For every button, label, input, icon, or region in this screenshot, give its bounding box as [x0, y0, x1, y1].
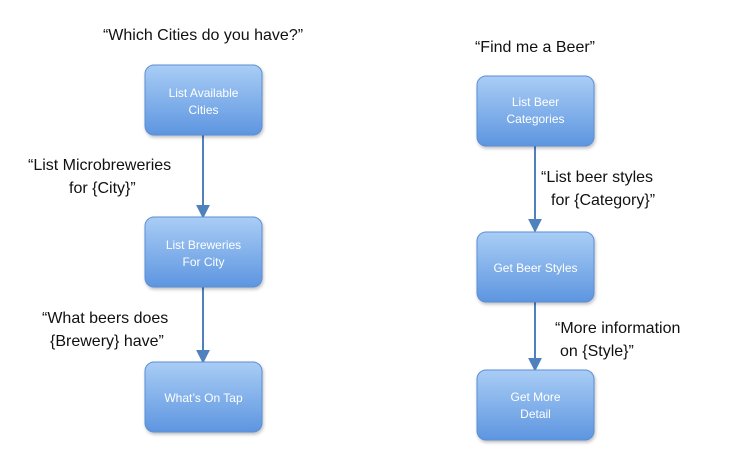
- transition-label-beer-styles: “List beer styles: [541, 169, 653, 186]
- transition-label-more-information: on {Style}”: [560, 343, 634, 360]
- node-label: Get More: [510, 390, 560, 404]
- node-list-available-cities[interactable]: List Available Cities: [144, 64, 263, 136]
- node-label: Get Beer Styles: [493, 261, 577, 275]
- node-get-beer-styles[interactable]: Get Beer Styles: [476, 231, 595, 303]
- node-whats-on-tap[interactable]: What’s On Tap: [144, 361, 263, 433]
- node-label: What’s On Tap: [164, 391, 243, 405]
- node-box: [476, 75, 595, 147]
- transition-label-microbreweries: for {City}”: [69, 180, 136, 197]
- node-label: Cities: [188, 103, 218, 117]
- transition-label-beer-styles: for {Category}”: [551, 192, 655, 209]
- node-box: [144, 361, 263, 433]
- transition-label-what-beers: {Brewery} have”: [50, 333, 164, 350]
- node-box: [144, 216, 263, 288]
- flow-cities: “Which Cities do you have?” List Availab…: [28, 27, 303, 433]
- node-box: [476, 231, 595, 303]
- flow-heading-cities: “Which Cities do you have?”: [103, 27, 303, 44]
- node-label: Categories: [506, 112, 564, 126]
- flow-beer: “Find me a Beer” List Beer Categories “L…: [475, 39, 680, 441]
- node-label: List Breweries: [166, 238, 241, 252]
- transition-label-more-information: “More information: [555, 320, 680, 337]
- flow-heading-beer: “Find me a Beer”: [475, 39, 595, 56]
- node-get-more-detail[interactable]: Get More Detail: [476, 369, 595, 441]
- node-label: List Available: [169, 86, 239, 100]
- node-label: List Beer: [512, 95, 559, 109]
- node-box: [144, 64, 263, 136]
- node-list-beer-categories[interactable]: List Beer Categories: [476, 75, 595, 147]
- transition-label-microbreweries: “List Microbreweries: [28, 157, 171, 174]
- node-list-breweries-for-city[interactable]: List Breweries For City: [144, 216, 263, 288]
- node-label: For City: [183, 255, 225, 269]
- node-label: Detail: [520, 407, 551, 421]
- transition-label-what-beers: “What beers does: [42, 310, 168, 327]
- node-box: [476, 369, 595, 441]
